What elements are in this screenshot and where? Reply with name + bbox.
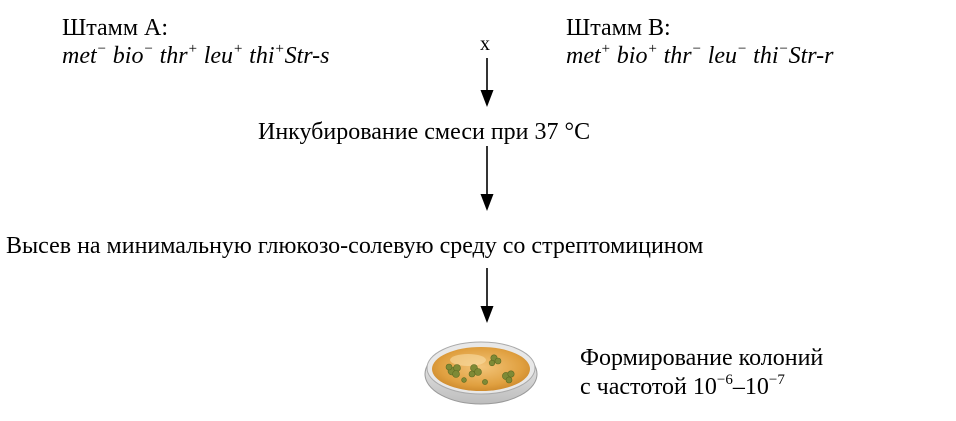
allele-sign: − — [737, 41, 748, 57]
gene: thr — [153, 43, 188, 69]
gene: bio — [106, 43, 144, 69]
allele-sign: + — [274, 41, 285, 57]
allele-sign: − — [691, 41, 702, 57]
allele-sign: − — [96, 41, 107, 57]
gene: Str-s — [284, 43, 330, 69]
allele-sign: + — [187, 41, 198, 57]
gene: met — [62, 43, 97, 69]
gene: leu — [701, 43, 738, 69]
allele-sign: − — [778, 41, 789, 57]
cross-symbol: x — [480, 33, 490, 55]
arrow-plating-to-dish — [480, 268, 494, 323]
strain-a-genotype: met− bio− thr+ leu+ thi+Str-s — [62, 41, 330, 73]
gene: thr — [657, 43, 692, 69]
step-plating: Высев на минимальную глюкозо-солевую сре… — [6, 233, 704, 259]
result-line-1: Формирование колоний — [580, 345, 824, 371]
step-incubation: Инкубирование смеси при 37 °C — [258, 119, 591, 145]
allele-sign: + — [647, 41, 658, 57]
colony-cluster — [445, 354, 515, 385]
frequency-text: с частотой 10 — [580, 374, 717, 400]
gene: thi — [243, 43, 275, 69]
gene: bio — [610, 43, 648, 69]
arrow-incubation-to-plating — [480, 146, 494, 211]
allele-sign: + — [233, 41, 244, 57]
gene: leu — [197, 43, 234, 69]
petri-dish-icon — [424, 341, 538, 405]
strain-b-genotype: met+ bio+ thr− leu− thi−Str-r — [566, 41, 834, 73]
exponent: −6 — [716, 372, 733, 388]
arrow-cross-to-incubation — [480, 58, 494, 107]
frequency-dash: –10 — [732, 374, 769, 400]
gene: Str-r — [788, 43, 834, 69]
gene: met — [566, 43, 601, 69]
allele-sign: − — [143, 41, 154, 57]
strain-a-title: Штамм А: — [62, 15, 169, 41]
gene: thi — [747, 43, 779, 69]
strain-b-title: Штамм В: — [566, 15, 671, 41]
exponent: −7 — [768, 372, 785, 388]
allele-sign: + — [600, 41, 611, 57]
result-line-2: с частотой 10−6–10−7 — [580, 372, 785, 404]
